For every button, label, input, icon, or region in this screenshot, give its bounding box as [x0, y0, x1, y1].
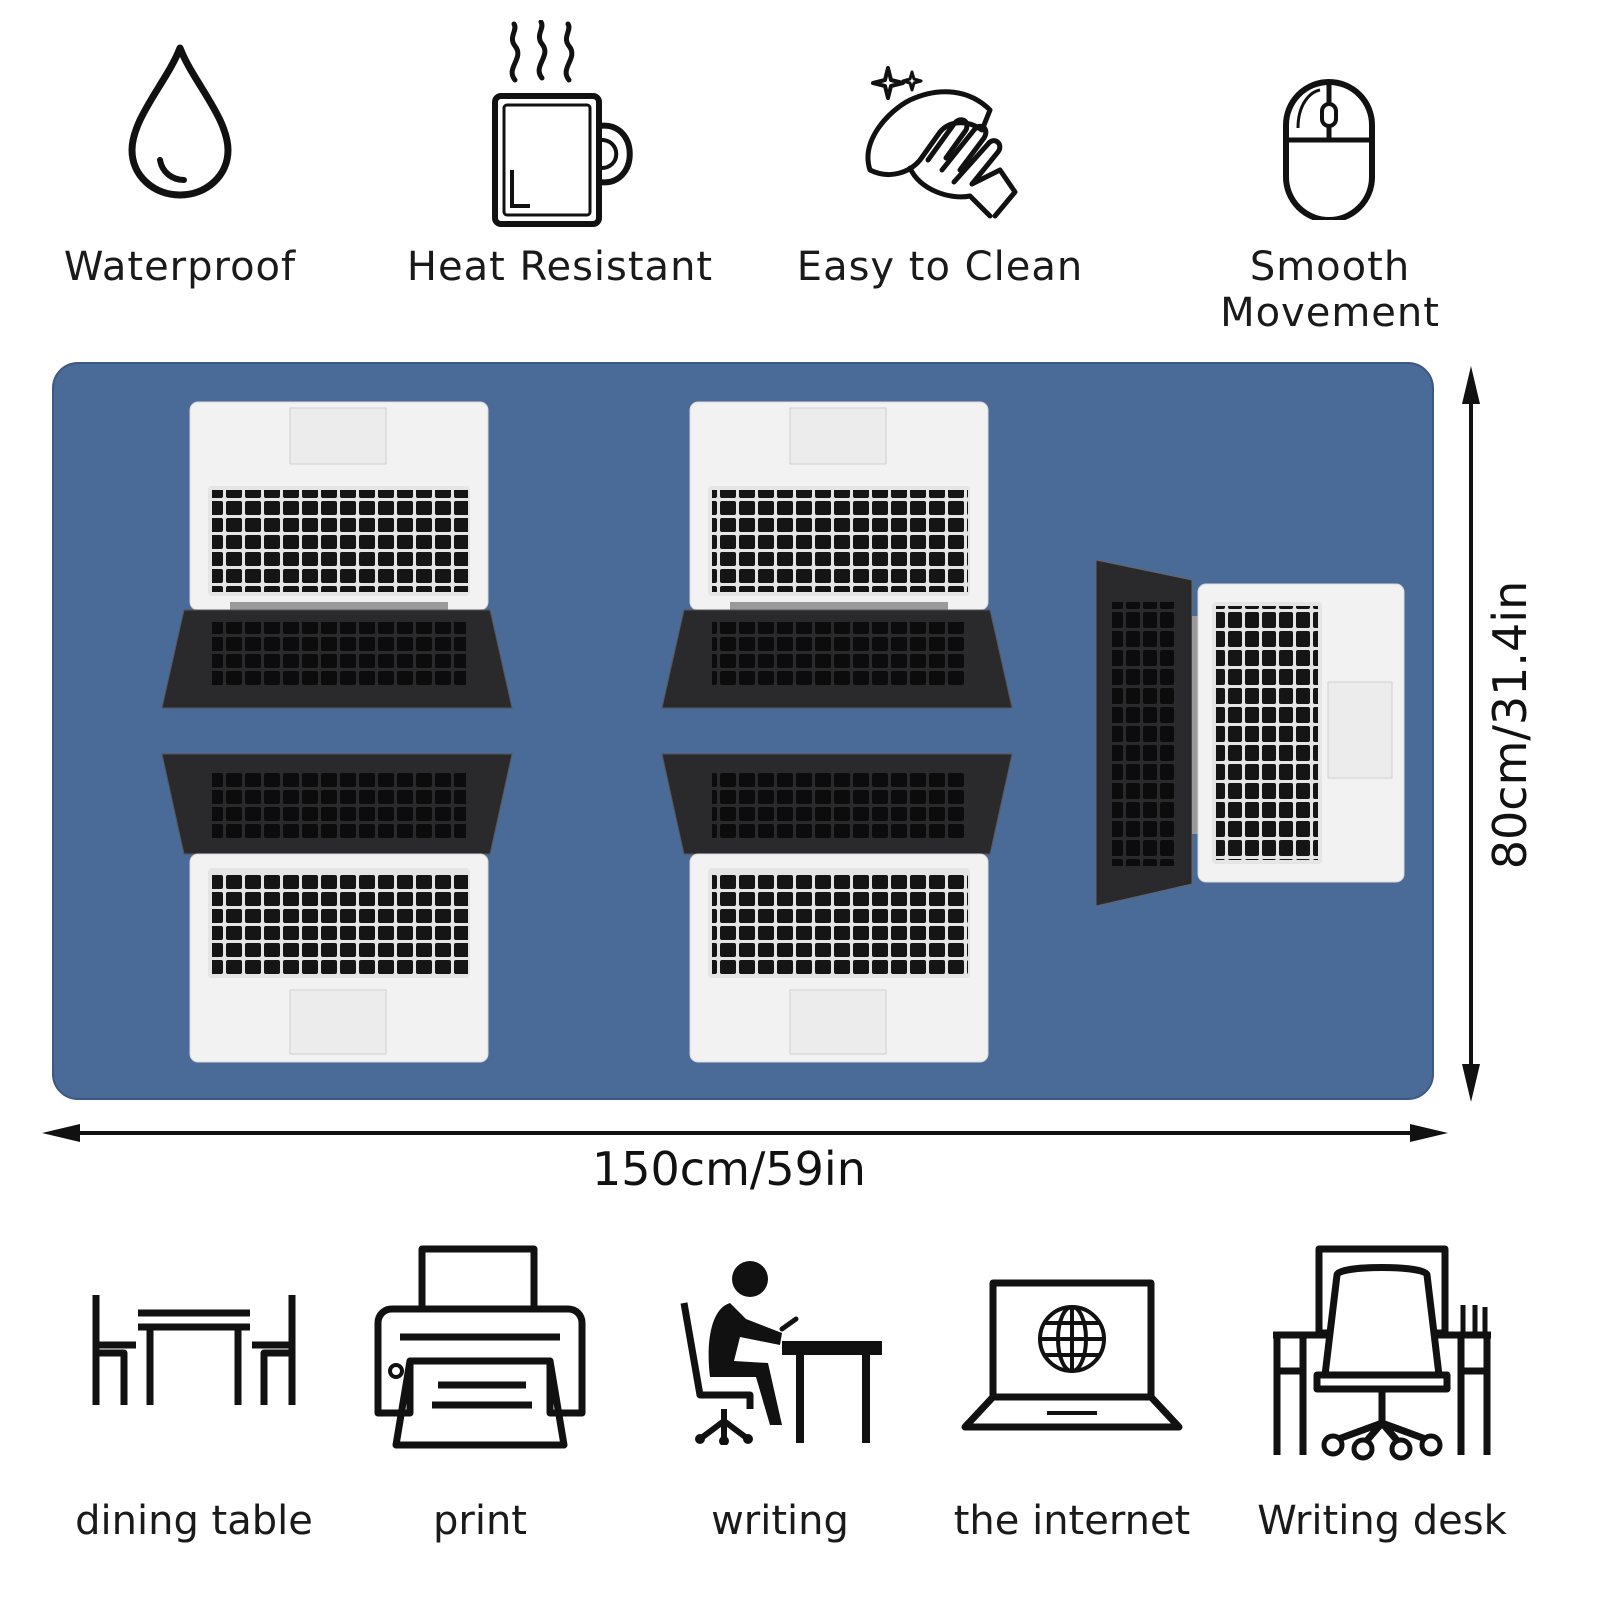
- hot-mug-icon: [492, 20, 633, 227]
- laptop-image: [161, 401, 513, 709]
- feature-label: Waterproof: [63, 244, 297, 290]
- feature-heat-resistant: Heat Resistant: [380, 20, 740, 320]
- feature-smooth-movement: Smooth Movement: [1150, 20, 1510, 336]
- use-writing-desk: Writing desk: [1232, 1245, 1532, 1575]
- laptop-globe-icon: [961, 1279, 1183, 1431]
- laptop-image: [661, 753, 1013, 1063]
- use-label: the internet: [953, 1498, 1191, 1544]
- wiping-hand-icon: [865, 66, 1018, 219]
- laptop-image: [1095, 559, 1405, 907]
- use-print: print: [330, 1245, 630, 1575]
- mouse-icon: [1283, 79, 1375, 220]
- use-label: print: [433, 1498, 527, 1544]
- desk-mat-image: [52, 362, 1434, 1100]
- height-label: 80cm/31.4in: [1483, 580, 1537, 870]
- height-dimension-arrow: [1462, 366, 1480, 1102]
- water-drop-icon: [128, 44, 232, 199]
- width-dimension-arrow: [42, 1124, 1448, 1142]
- laptop-image: [161, 753, 513, 1063]
- laptop-image: [661, 401, 1013, 709]
- feature-label: Smooth Movement: [1220, 244, 1440, 336]
- writing-desk-icon: [1273, 1245, 1491, 1461]
- use-writing: writing: [630, 1245, 930, 1575]
- width-label: 150cm/59in: [592, 1142, 866, 1196]
- printer-icon: [374, 1245, 586, 1449]
- person-writing-icon: [680, 1261, 882, 1445]
- feature-label: Easy to Clean: [796, 244, 1084, 290]
- use-label: dining table: [75, 1498, 313, 1544]
- feature-easy-to-clean: Easy to Clean: [760, 20, 1120, 320]
- use-dining-table: dining table: [44, 1245, 344, 1575]
- use-label: Writing desk: [1257, 1498, 1507, 1544]
- dining-table-icon: [92, 1295, 296, 1405]
- feature-label: Heat Resistant: [406, 244, 714, 290]
- use-label: writing: [711, 1498, 849, 1544]
- feature-waterproof: Waterproof: [0, 20, 360, 320]
- use-internet: the internet: [922, 1245, 1222, 1575]
